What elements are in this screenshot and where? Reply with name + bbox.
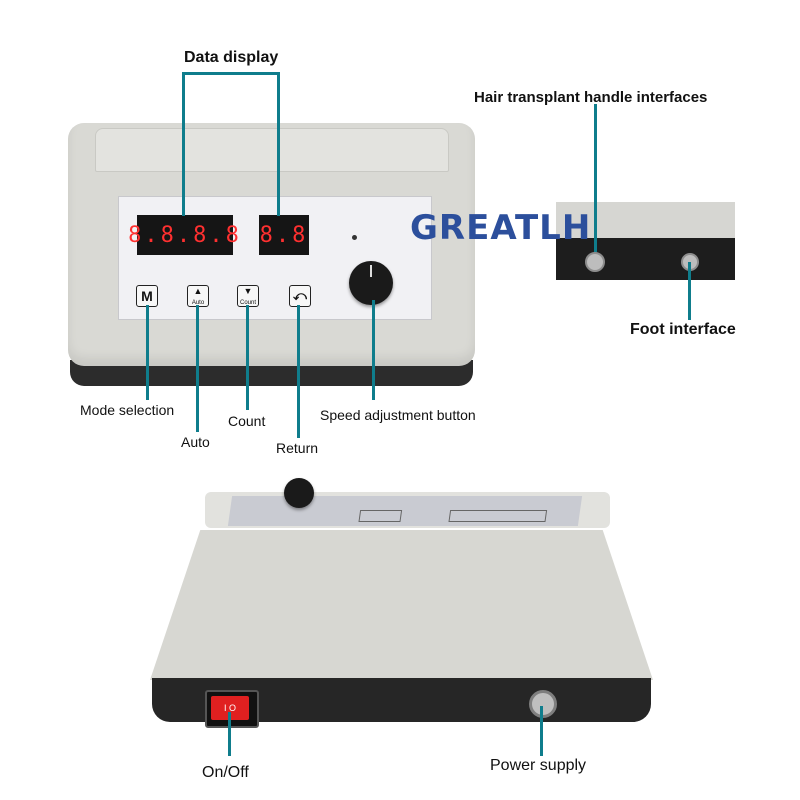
label-hair-transplant: Hair transplant handle interfaces	[474, 89, 708, 106]
up-arrow-icon: ▲	[193, 286, 203, 296]
callout-line	[182, 72, 280, 75]
rear-display-outline	[358, 510, 403, 522]
auto-button-text: Auto	[191, 300, 205, 306]
rear-display-outline-2	[448, 510, 548, 522]
callout-line	[228, 712, 231, 756]
label-auto: Auto	[181, 434, 210, 450]
callout-line	[594, 104, 597, 252]
label-speed-adjustment: Speed adjustment button	[320, 407, 476, 423]
callout-line	[146, 305, 149, 400]
handle-interface-port[interactable]	[585, 252, 605, 272]
return-button[interactable]: ⤺	[289, 285, 311, 307]
label-foot-interface: Foot interface	[630, 321, 736, 338]
data-display-main: 8.8.8.8	[128, 215, 239, 255]
indicator-led	[352, 235, 357, 240]
count-button[interactable]: ▼ Count	[237, 285, 259, 307]
power-switch[interactable]: I O	[211, 696, 249, 720]
interface-inset-top	[556, 202, 735, 238]
top-device-lid	[95, 128, 449, 172]
down-arrow-icon: ▼	[243, 286, 253, 296]
label-count: Count	[228, 413, 266, 429]
callout-line	[246, 305, 249, 410]
label-data-display: Data display	[184, 49, 279, 66]
callout-line	[372, 300, 375, 400]
mode-button[interactable]: M	[136, 285, 158, 307]
callout-line	[196, 305, 199, 432]
control-panel: 8.8.8.8 8.8 M ▲ Auto ▼ Count ⤺	[118, 196, 432, 320]
label-on-off: On/Off	[202, 764, 249, 781]
data-display-secondary: 8.8	[259, 215, 309, 255]
brand-logo: GREATLH	[410, 208, 592, 248]
knob-marker	[370, 265, 372, 277]
bottom-device-front	[150, 530, 653, 680]
auto-button[interactable]: ▲ Auto	[187, 285, 209, 307]
speed-knob-rear[interactable]	[284, 478, 314, 508]
callout-line	[182, 72, 185, 216]
callout-line	[540, 706, 543, 756]
callout-line	[277, 72, 280, 216]
speed-knob[interactable]	[349, 261, 393, 305]
callout-line	[297, 305, 300, 438]
power-supply-port[interactable]	[529, 690, 557, 718]
label-mode-selection: Mode selection	[80, 402, 175, 418]
callout-line	[688, 262, 691, 320]
return-icon: ⤺	[293, 288, 307, 303]
bottom-device-panel	[227, 496, 583, 526]
label-power-supply: Power supply	[490, 757, 587, 774]
label-return: Return	[276, 440, 319, 456]
count-button-text: Count	[239, 300, 256, 306]
